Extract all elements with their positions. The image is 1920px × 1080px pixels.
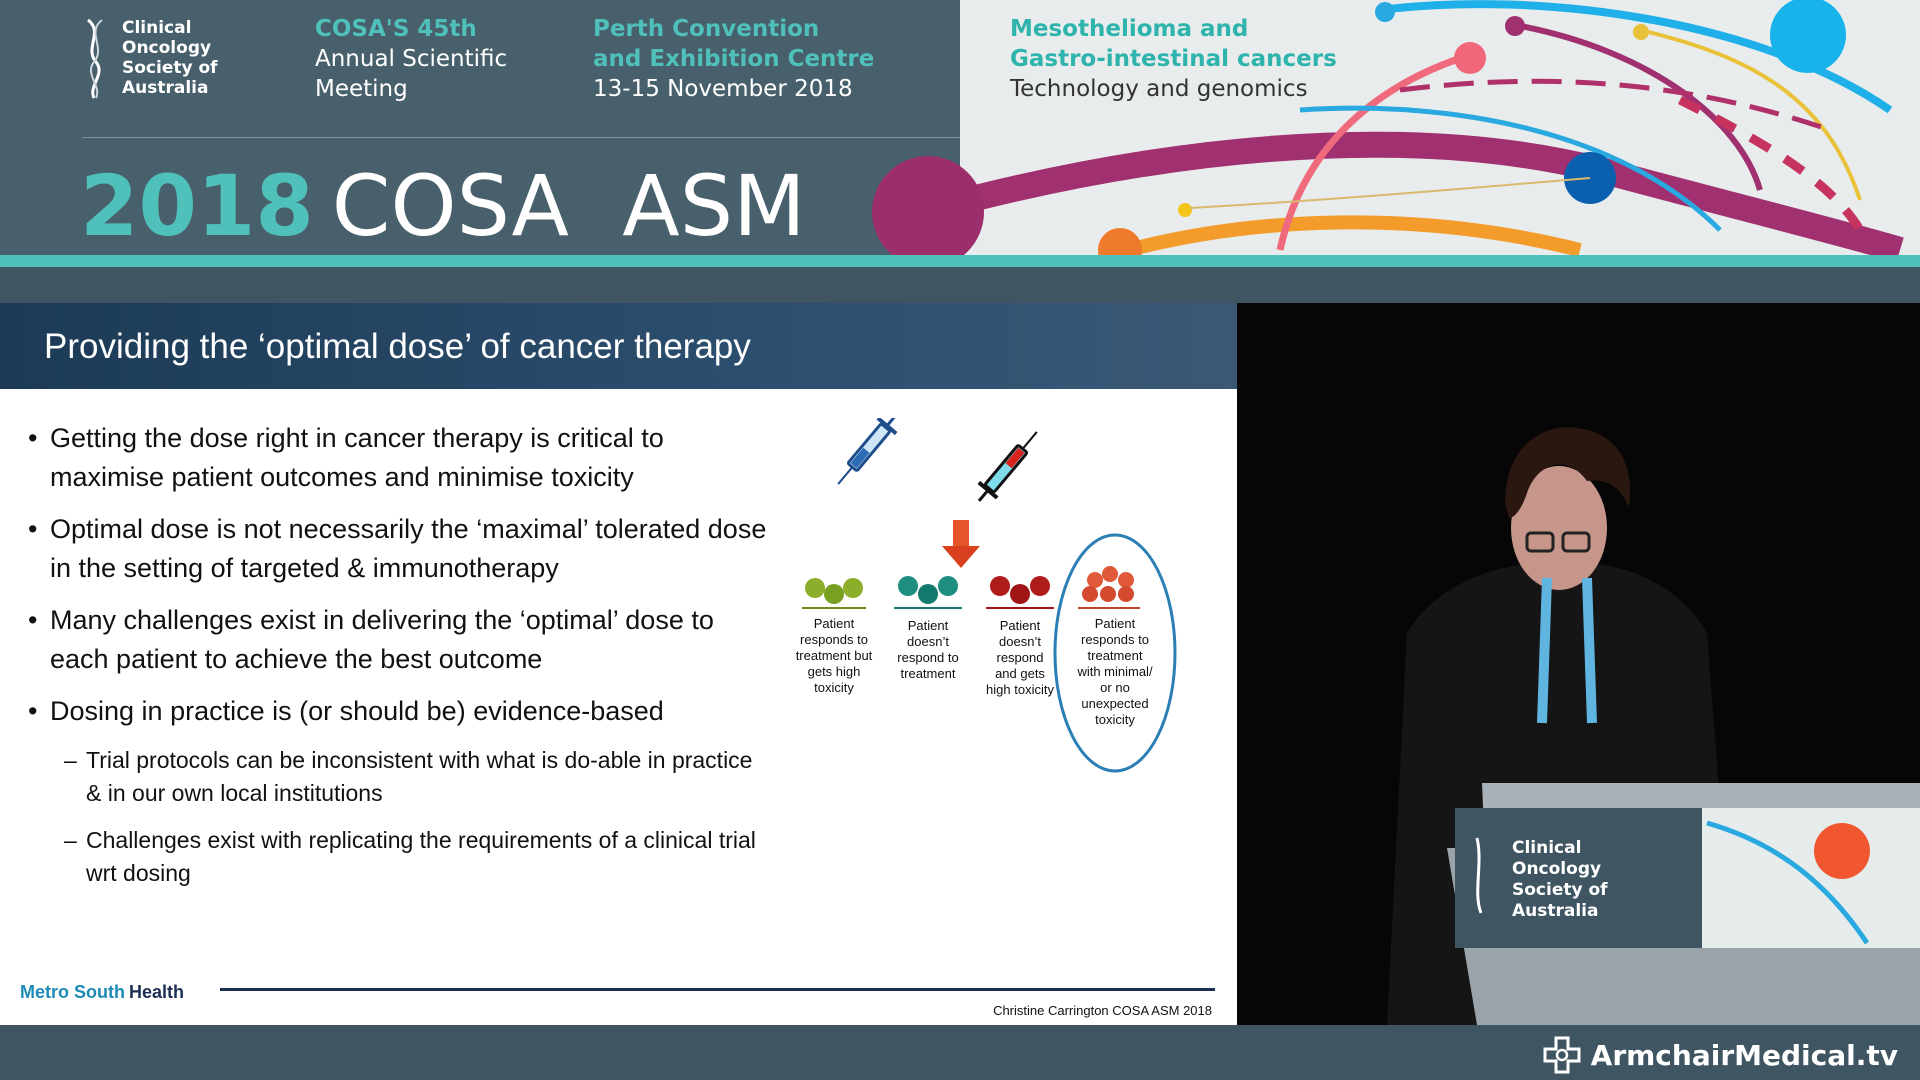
outcome-label-no-response-toxicity: Patient doesn’t respond and gets high to…	[986, 618, 1054, 697]
theme-line: Gastro-intestinal cancers	[1010, 46, 1337, 72]
speaker-scene	[1387, 427, 1920, 1025]
banner-title-name: COSA ASM	[331, 157, 806, 255]
presentation-slide: Providing the ‘optimal dose’ of cancer t…	[0, 303, 1237, 1025]
podium-logo-line: Australia	[1512, 901, 1599, 921]
sub-bullet-item: Trial protocols can be inconsistent with…	[28, 744, 768, 810]
slide-credit: Christine Carrington COSA ASM 2018	[993, 1003, 1212, 1018]
slide-title: Providing the ‘optimal dose’ of cancer t…	[44, 327, 751, 366]
watermark-text: ArmchairMedical.tv	[1590, 1038, 1898, 1072]
slide-footer-divider	[220, 988, 1215, 991]
dose-outcome-diagram: Patient responds to treatment but gets h…	[790, 418, 1200, 778]
slide-bullet-list: Getting the dose right in cancer therapy…	[28, 419, 768, 904]
blue-syringe-icon	[837, 418, 898, 485]
outcome-label-optimal: Patient responds to treatment with minim…	[1077, 616, 1153, 727]
bullet-item: Optimal dose is not necessarily the ‘max…	[28, 510, 768, 588]
logo-line: Australia	[122, 78, 209, 98]
podium-ribbon-icon	[1475, 837, 1483, 914]
speaker-video: Clinical Oncology Society of Australia	[1237, 303, 1920, 1025]
bullet-item: Getting the dose right in cancer therapy…	[28, 419, 768, 497]
footer-brand-health: Health	[129, 982, 185, 1002]
banner-venue-info: Perth Convention and Exhibition Centre 1…	[593, 14, 874, 104]
speaker-face	[1511, 466, 1607, 590]
teal-faces-icon	[894, 576, 962, 609]
optimal-outcome-oval	[1053, 533, 1177, 773]
logo-line: Oncology	[122, 38, 212, 58]
venue-line: Perth Convention	[593, 16, 820, 42]
cosa-logo-text: Clinical Oncology Society of Australia	[122, 18, 222, 98]
red-syringe-icon	[977, 431, 1038, 502]
podium-logo-line: Oncology	[1512, 859, 1602, 879]
outcome-label-no-response: Patient doesn’t respond to treatment	[897, 618, 959, 681]
banner-divider	[82, 137, 960, 138]
armchair-medical-watermark: ArmchairMedical.tv	[1543, 1036, 1898, 1074]
outcome-label-toxicity: Patient responds to treatment but gets h…	[795, 616, 873, 695]
speaker-glasses-left	[1525, 531, 1555, 553]
lanyard-left	[1537, 577, 1552, 724]
separator-band	[0, 267, 1920, 303]
conference-banner: Clinical Oncology Society of Australia C…	[0, 0, 1920, 255]
logo-line: Society of	[122, 58, 218, 78]
theme-line: Mesothelioma and	[1010, 16, 1249, 42]
banner-meeting-info: COSA'S 45th Annual Scientific Meeting	[315, 14, 507, 104]
medical-cross-icon	[1543, 1036, 1581, 1074]
meeting-edition: COSA'S 45th	[315, 16, 477, 42]
footer-brand-metro: Metro South	[20, 982, 125, 1002]
bullet-item: Dosing in practice is (or should be) evi…	[28, 692, 768, 731]
sub-bullet-item: Challenges exist with replicating the re…	[28, 824, 768, 890]
lanyard-right	[1582, 577, 1597, 724]
bottom-bar	[0, 1025, 1920, 1080]
speaker-glasses-right	[1561, 531, 1591, 553]
banner-title-year: 2018	[80, 157, 314, 255]
podium-logo-line: Clinical	[1512, 838, 1582, 858]
bullet-item: Many challenges exist in delivering the …	[28, 601, 768, 679]
podium-art-arc	[1706, 820, 1870, 945]
meeting-type-line: Annual Scientific	[315, 46, 508, 72]
meeting-dates: 13-15 November 2018	[593, 76, 853, 102]
meeting-type-line: Meeting	[315, 76, 408, 102]
red-faces-icon	[986, 576, 1054, 609]
banner-orbit-graphic	[872, 0, 1904, 255]
slide-header: Providing the ‘optimal dose’ of cancer t…	[0, 303, 1237, 389]
speaker-hair	[1505, 427, 1631, 518]
cosa-logo: Clinical Oncology Society of Australia	[82, 18, 222, 100]
green-faces-icon	[802, 578, 866, 609]
theme-subtitle: Technology and genomics	[1010, 76, 1308, 102]
venue-line: and Exhibition Centre	[593, 46, 875, 72]
teal-divider-band	[0, 255, 1920, 267]
podium-logo-line: Society of	[1512, 880, 1608, 900]
podium-cosa-logo: Clinical Oncology Society of Australia	[1512, 838, 1608, 922]
cosa-ribbon-icon	[86, 18, 103, 99]
logo-line: Clinical	[122, 18, 192, 38]
down-arrow-icon	[942, 520, 980, 568]
dose-outcome-graphic	[802, 418, 1177, 773]
orange-faces-icon	[1078, 566, 1140, 609]
podium-art-circle	[1814, 823, 1870, 879]
banner-theme-info: Mesothelioma and Gastro-intestinal cance…	[1010, 14, 1337, 104]
